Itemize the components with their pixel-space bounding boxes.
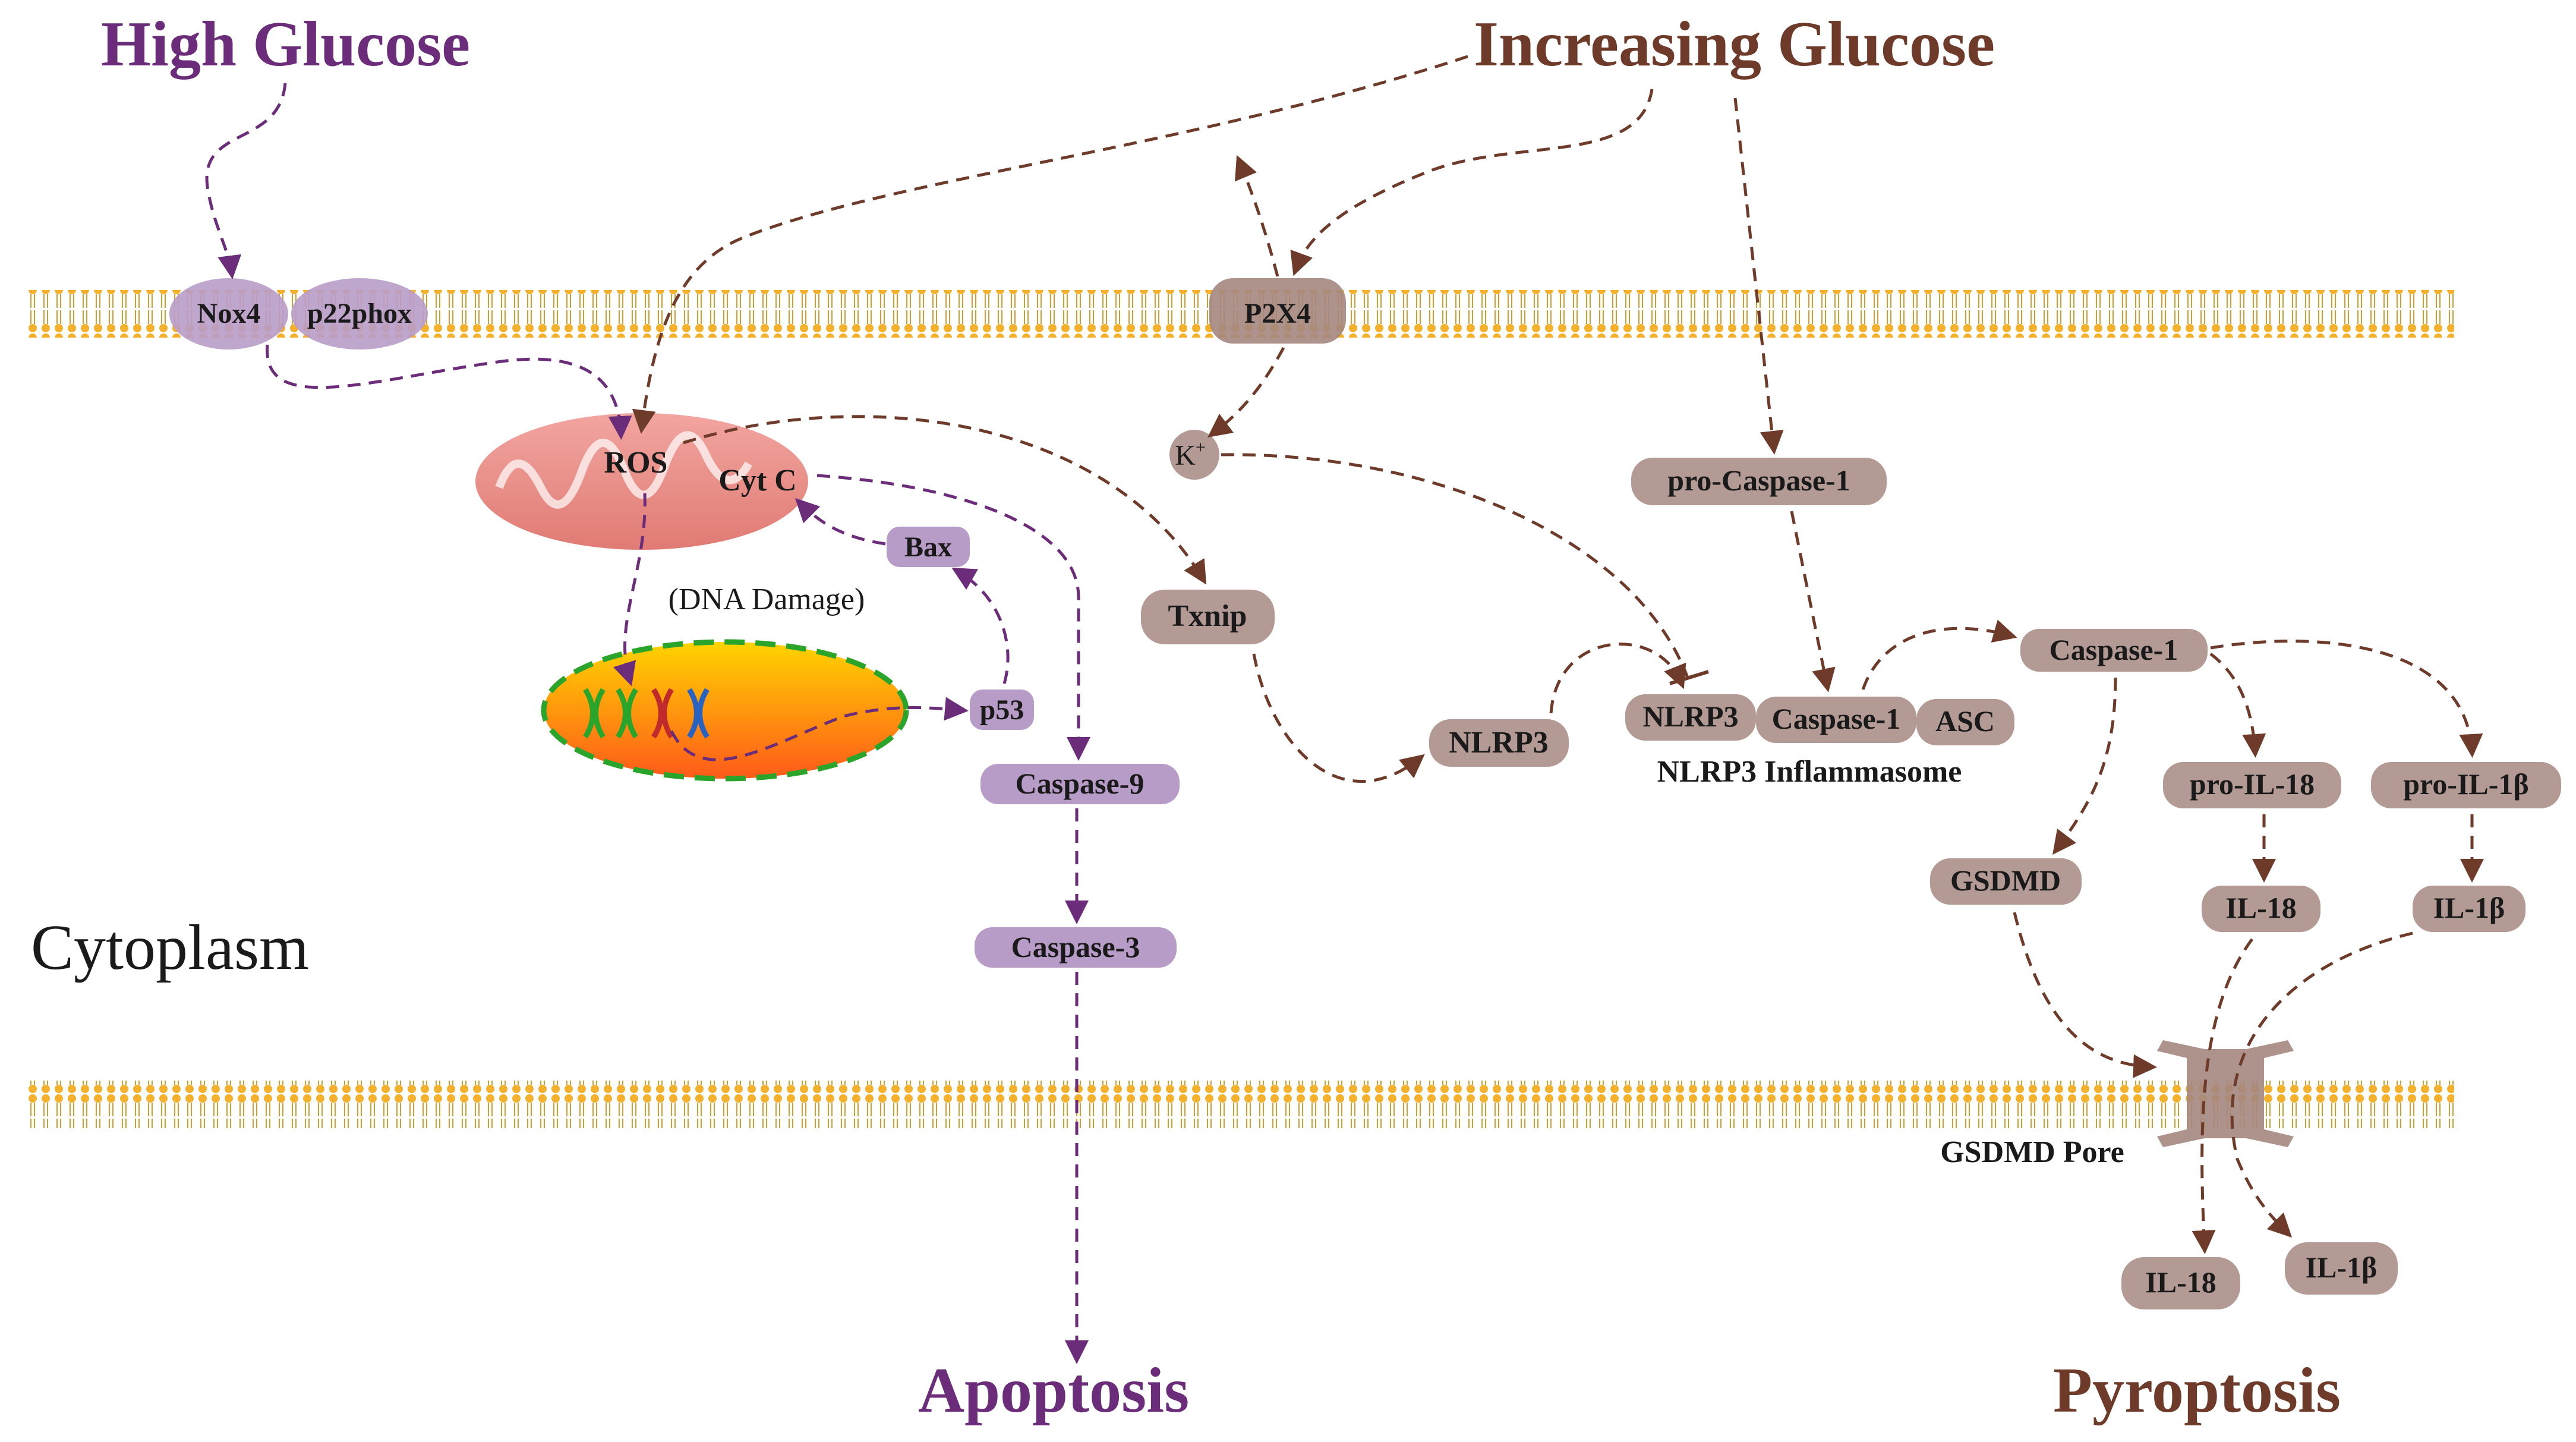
p53-label: p53: [980, 694, 1024, 726]
cytc-label: Cyt C: [718, 464, 796, 498]
caspase1-label: Caspase-1: [2050, 633, 2178, 666]
arrow-ros-txnip: [683, 415, 1207, 585]
arrow-nlrp3-inflammasome: [1549, 643, 1686, 714]
arrow-txnip-nlrp3: [1252, 653, 1425, 783]
mitochondrion: [475, 413, 808, 550]
inhibition-k-nlrp3: [1221, 453, 1689, 678]
arrow-procaspase1-inflammasome: [1790, 511, 1836, 692]
txnip-protein: Txnip: [1141, 590, 1275, 644]
label-cytoplasm: Cytoplasm: [31, 912, 309, 983]
pro-il18-protein: pro-IL-18: [2163, 762, 2341, 808]
arrow-ros-nucleus: [613, 493, 647, 687]
txnip-label: Txnip: [1168, 599, 1247, 633]
arrow-increasingglucose-procaspase1: [1733, 97, 1784, 455]
pro-caspase1-protein: pro-Caspase-1: [1631, 458, 1887, 505]
arrow-caspase1-proil18: [2209, 653, 2266, 758]
inflammasome-nlrp3-label: NLRP3: [1642, 700, 1738, 733]
arrow-highglucose-nox4: [205, 83, 287, 279]
dna-helix-icon: [583, 688, 710, 739]
p22phox-label: p22phox: [307, 298, 412, 329]
pro-il1b-label: pro-IL-1β: [2403, 767, 2529, 801]
svg-text:K+: K+: [1175, 437, 1206, 471]
nox4-protein: Nox4: [169, 278, 288, 350]
nox4-label: Nox4: [197, 298, 261, 329]
caspase9-protein: Caspase-9: [980, 764, 1180, 804]
title-apoptosis: Apoptosis: [918, 1355, 1189, 1426]
gsdmd-pore-label: GSDMD Pore: [1940, 1135, 2124, 1169]
gsdmd-pore: [2157, 1040, 2294, 1147]
pro-caspase1-label: pro-Caspase-1: [1667, 464, 1850, 497]
gsdmd-protein: GSDMD: [1930, 858, 2082, 905]
arrow-p53-bax: [951, 568, 1010, 684]
pro-il18-label: pro-IL-18: [2190, 767, 2315, 801]
pro-il1b-protein: pro-IL-1β: [2371, 762, 2561, 808]
arrow-bax-cytc: [794, 498, 886, 546]
arrow-gsdmd-pore: [2013, 912, 2157, 1078]
dna-damage-label: (DNA Damage): [669, 583, 865, 616]
arrow-increasingglucose-p2x4: [1290, 89, 1654, 276]
k-superscript: +: [1196, 437, 1206, 457]
k-label: K: [1175, 440, 1196, 471]
nlrp3-inflammasome: NLRP3 Caspase-1 ASC: [1625, 694, 2014, 745]
il1b-label: IL-1β: [2433, 891, 2505, 924]
arrow-il18-release: [2192, 938, 2254, 1254]
p22phox-protein: p22phox: [291, 278, 428, 350]
plasma-membrane-bottom: [27, 1081, 2454, 1128]
il18-label: IL-18: [2225, 891, 2296, 924]
il18-protein: IL-18: [2202, 886, 2320, 932]
bax-label: Bax: [904, 531, 952, 563]
inflammasome-caption: NLRP3 Inflammasome: [1657, 755, 1962, 789]
gsdmd-label: GSDMD: [1950, 864, 2061, 897]
asc-label: ASC: [1935, 704, 1995, 738]
arrow-increasingglucose-ros: [632, 55, 1468, 434]
arrow-inflammasome-caspase1: [1861, 619, 2017, 690]
arrow-p2x4-up: [1235, 155, 1279, 277]
bax-protein: Bax: [887, 527, 970, 567]
il18-released-protein: IL-18: [2121, 1257, 2240, 1309]
p2x4-label: P2X4: [1244, 298, 1311, 329]
nlrp3-label: NLRP3: [1449, 726, 1549, 760]
p53-protein: p53: [970, 689, 1034, 730]
arrow-cytc-caspase9: [816, 474, 1090, 761]
title-increasing-glucose: Increasing Glucose: [1474, 9, 1995, 80]
il18-released-label: IL-18: [2145, 1265, 2216, 1299]
inflammasome-caspase1-label: Caspase-1: [1772, 702, 1901, 735]
caspase3-protein: Caspase-3: [975, 927, 1177, 968]
k-ion: K+: [1169, 430, 1219, 480]
arrow-nox4-ros: [266, 344, 632, 440]
caspase1-protein: Caspase-1: [2020, 629, 2208, 672]
p2x4-channel: P2X4: [1209, 278, 1346, 344]
ros-label: ROS: [604, 446, 668, 480]
il1b-released-protein: IL-1β: [2285, 1242, 2398, 1295]
nlrp3-protein: NLRP3: [1429, 719, 1569, 767]
arrow-dna-p53: [670, 697, 969, 761]
caspase3-label: Caspase-3: [1011, 930, 1140, 964]
arrow-caspase1-gsdmd: [2052, 677, 2117, 855]
arrow-caspase1-proil1b: [2210, 640, 2483, 758]
caspase9-label: Caspase-9: [1016, 767, 1144, 800]
arrow-p2x4-k: [1207, 347, 1285, 438]
title-pyroptosis: Pyroptosis: [2053, 1355, 2341, 1426]
il1b-released-label: IL-1β: [2306, 1251, 2378, 1284]
il1b-protein: IL-1β: [2413, 886, 2525, 932]
title-high-glucose: High Glucose: [101, 9, 470, 80]
arrow-il1b-release: [2230, 931, 2413, 1238]
